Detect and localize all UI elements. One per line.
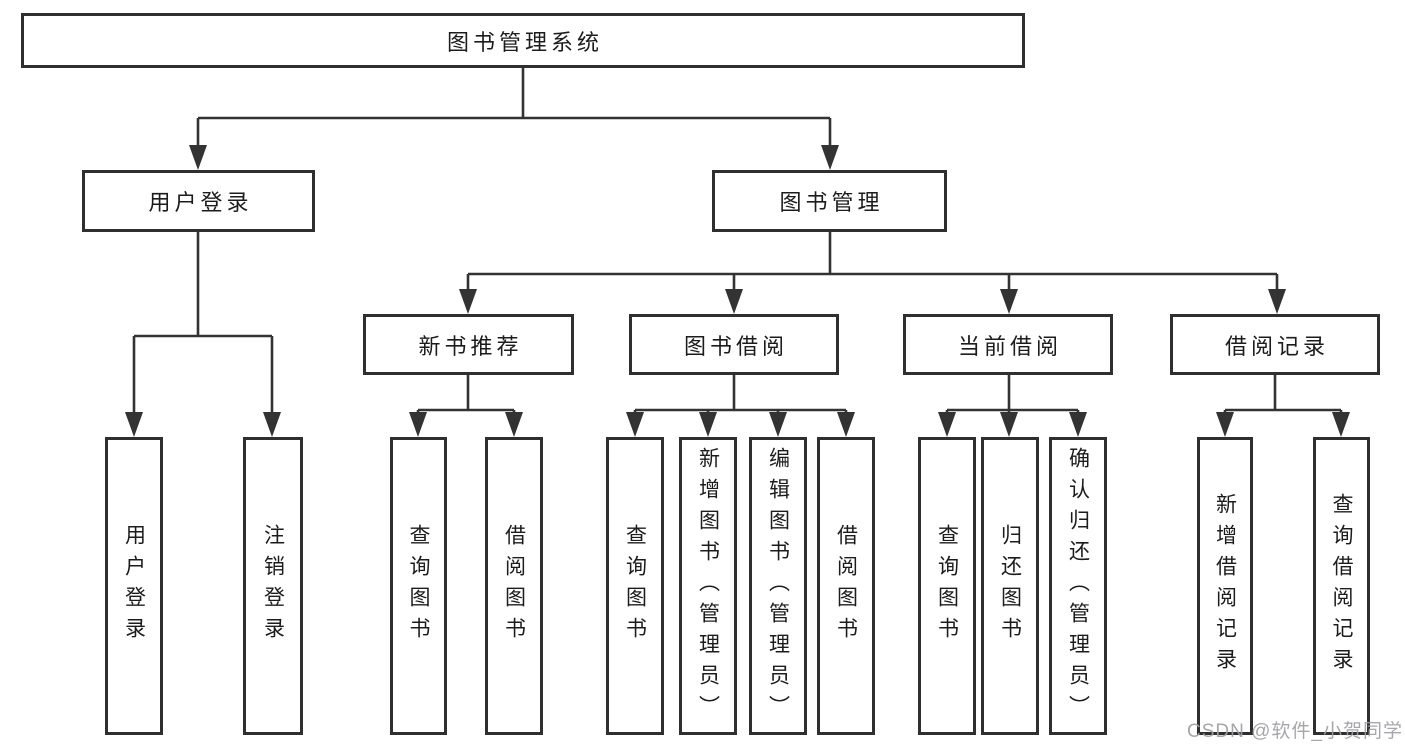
node-book-borrowing-label: 图书借阅 bbox=[683, 333, 788, 359]
leaf-query-books-recommend-label: 查询图书 bbox=[407, 524, 430, 648]
node-book-management: 图书管理 bbox=[712, 170, 947, 232]
node-book-management-label: 图书管理 bbox=[779, 190, 884, 215]
leaf-return-book-label: 归还图书 bbox=[998, 524, 1022, 648]
csdn-watermark: CSDN @软件_小贺同学 bbox=[1187, 721, 1403, 742]
leaf-edit-book-admin: 编辑图书（管理员） bbox=[749, 437, 807, 735]
leaf-user-login: 用户登录 bbox=[105, 437, 163, 735]
leaf-query-borrow-record: 查询借阅记录 bbox=[1313, 437, 1370, 735]
node-current-borrowing-label: 当前借阅 bbox=[957, 333, 1062, 359]
leaf-confirm-return-admin-label: 确认归还（管理员） bbox=[1066, 446, 1090, 726]
leaf-query-books-borrowing: 查询图书 bbox=[606, 437, 664, 735]
leaf-query-books-current-label: 查询图书 bbox=[935, 524, 959, 648]
node-root-label: 图书管理系统 bbox=[446, 29, 603, 55]
node-borrowing-records-label: 借阅记录 bbox=[1224, 333, 1329, 359]
leaf-add-borrow-record: 新增借阅记录 bbox=[1197, 437, 1253, 735]
leaf-query-books-current: 查询图书 bbox=[918, 437, 976, 735]
node-new-book-recommend: 新书推荐 bbox=[363, 314, 574, 375]
node-new-book-recommend-label: 新书推荐 bbox=[418, 333, 523, 359]
node-user-login: 用户登录 bbox=[82, 170, 315, 232]
leaf-add-book-admin: 新增图书（管理员） bbox=[679, 437, 737, 735]
node-current-borrowing: 当前借阅 bbox=[903, 314, 1113, 375]
leaf-query-borrow-record-label: 查询借阅记录 bbox=[1330, 493, 1353, 679]
leaf-logout-label: 注销登录 bbox=[261, 524, 285, 648]
leaf-borrow-books-recommend-label: 借阅图书 bbox=[502, 524, 526, 648]
leaf-borrow-books-borrowing-label: 借阅图书 bbox=[834, 524, 858, 648]
leaf-query-books-recommend: 查询图书 bbox=[390, 437, 447, 735]
arrow-down-icons bbox=[125, 145, 1350, 437]
leaf-query-books-borrowing-label: 查询图书 bbox=[623, 524, 647, 648]
leaf-confirm-return-admin: 确认归还（管理员） bbox=[1049, 437, 1107, 735]
leaf-edit-book-admin-label: 编辑图书（管理员） bbox=[766, 446, 790, 726]
leaf-add-borrow-record-label: 新增借阅记录 bbox=[1213, 493, 1237, 679]
node-user-login-label: 用户登录 bbox=[148, 190, 253, 215]
node-book-borrowing: 图书借阅 bbox=[629, 314, 839, 375]
leaf-borrow-books-recommend: 借阅图书 bbox=[485, 437, 543, 735]
leaf-logout: 注销登录 bbox=[243, 437, 303, 735]
node-root: 图书管理系统 bbox=[21, 13, 1025, 68]
node-borrowing-records: 借阅记录 bbox=[1170, 314, 1380, 375]
leaf-user-login-label: 用户登录 bbox=[122, 524, 146, 648]
leaf-borrow-books-borrowing: 借阅图书 bbox=[817, 437, 875, 735]
leaf-add-book-admin-label: 新增图书（管理员） bbox=[696, 446, 720, 726]
leaf-return-book: 归还图书 bbox=[981, 437, 1039, 735]
